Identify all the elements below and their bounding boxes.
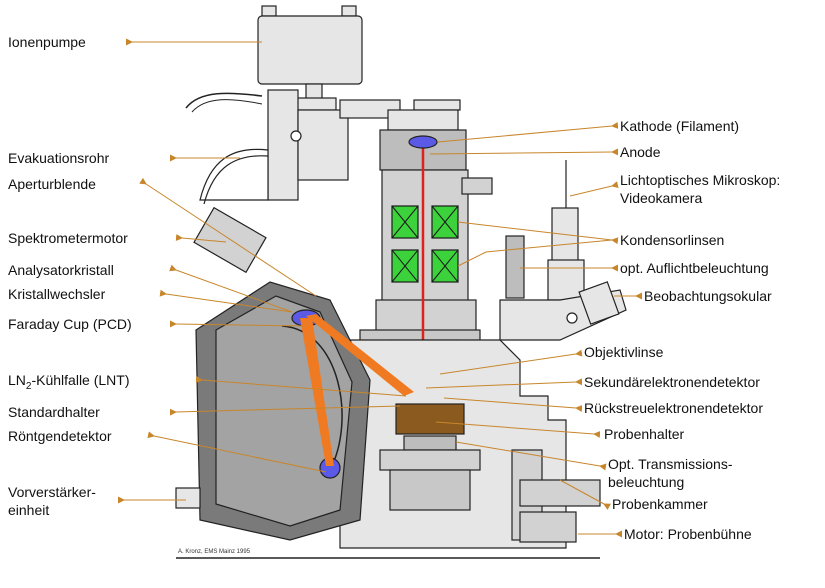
label-ln2-kuehlfalle: LN2-Kühlfalle (LNT) [8,372,130,392]
label-vorverstaerker-line2: einheit [8,502,49,518]
label-evakuationsrohr: Evakuationsrohr [8,150,110,166]
label-kathode: Kathode (Filament) [620,118,739,134]
instrument-drawing [175,5,627,559]
ln2-prefix: LN [8,372,26,388]
right-labels: Kathode (Filament) Anode Lichtoptisches … [584,118,780,542]
label-probenhalter: Probenhalter [604,426,685,442]
label-spektrometermotor: Spektrometermotor [8,230,128,246]
label-rueckstreu: Rückstreuelektronendetektor [584,400,763,416]
credit-text: A. Kronz, EMS Mainz 1995 [178,549,251,555]
label-ionenpumpe: Ionenpumpe [8,34,86,50]
label-anode: Anode [620,144,661,160]
evacuation-tube [199,89,461,205]
label-vorverstaerker-line1: Vorverstärker- [8,484,96,500]
label-beobachtungsokular: Beobachtungsokular [644,288,772,304]
label-transmission-line1: Opt. Transmissions- [608,456,733,472]
cathode-shape [408,135,438,149]
label-aperturblende: Aperturblende [8,176,96,192]
condenser-lens-coils [391,205,459,283]
optical-microscope [499,160,627,341]
left-labels: Ionenpumpe Evakuationsrohr Aperturblende… [8,34,132,518]
label-motor: Motor: Probenbühne [624,526,752,542]
label-kondensorlinsen: Kondensorlinsen [620,232,724,248]
leader-lines [118,38,642,538]
spectrometer-housing [175,206,371,541]
label-standardhalter: Standardhalter [8,404,100,420]
ln2-suffix: -Kühlfalle (LNT) [31,372,129,388]
label-auflicht: opt. Auflichtbeleuchtung [620,260,769,276]
label-objektivlinse: Objektivlinse [584,344,664,360]
label-analysatorkristall: Analysatorkristall [8,262,114,278]
label-transmission-line2: beleuchtung [608,474,684,490]
xray-beams [300,314,414,466]
label-kristallwechsler: Kristallwechsler [8,286,106,302]
label-probenkammer: Probenkammer [612,496,708,512]
label-mikroskop-line2: Videokamera [620,190,702,206]
label-mikroskop-line1: Lichtoptisches Mikroskop: [620,172,780,188]
label-faraday-cup: Faraday Cup (PCD) [8,316,132,332]
ln2-subscript: 2 [26,381,32,392]
specimen-chamber [339,339,601,549]
label-sekundaer: Sekundärelektronendetektor [584,374,760,390]
label-roentgendetektor: Röntgendetektor [8,428,112,444]
